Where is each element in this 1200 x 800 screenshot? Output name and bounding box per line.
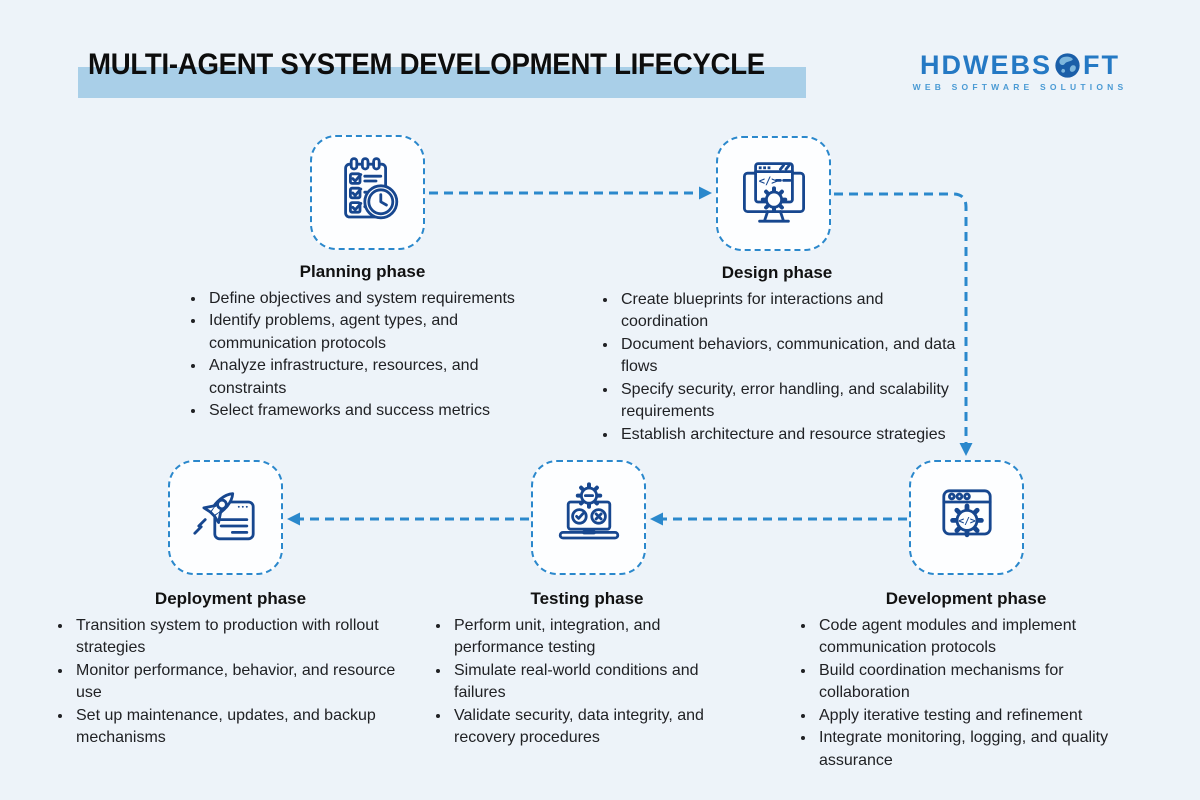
phase-title: Planning phase <box>299 262 426 281</box>
logo-text-pre: HDWEBS <box>920 50 1052 80</box>
phase-box-planning <box>310 135 425 250</box>
svg-text:</>: </> <box>958 516 976 527</box>
bullet-item: Simulate real-world conditions and failu… <box>451 660 744 705</box>
bullet-item: Monitor performance, behavior, and resou… <box>73 660 409 705</box>
phase-box-development: </> <box>909 460 1024 575</box>
arrowhead-deployment <box>287 512 300 526</box>
phase-box-testing <box>531 460 646 575</box>
page-title: MULTI-AGENT SYSTEM DEVELOPMENT LIFECYCLE <box>88 48 765 81</box>
phase-bullet-list: Create blueprints for interactions and c… <box>597 289 957 447</box>
bullet-item: Select frameworks and success metrics <box>206 400 540 423</box>
phase-title: Deployment phase <box>154 589 307 608</box>
phase-title: Development phase <box>885 589 1047 608</box>
bullet-item: Specify security, error handling, and sc… <box>618 379 957 424</box>
arrowhead-development <box>959 443 973 456</box>
phase-box-design: </> <box>716 136 831 251</box>
bullet-item: Identify problems, agent types, and comm… <box>206 310 540 355</box>
svg-text:</>: </> <box>758 175 777 187</box>
clipboard-checklist-clock-icon <box>343 156 398 219</box>
arrowhead-testing <box>650 512 663 526</box>
phase-bullet-list: Perform unit, integration, and performan… <box>430 615 744 750</box>
bullet-item: Validate security, data integrity, and r… <box>451 705 744 750</box>
bullet-item: Analyze infrastructure, resources, and c… <box>206 355 540 400</box>
monitor-blueprint-code-icon: </> <box>742 161 805 223</box>
bullet-item: Create blueprints for interactions and c… <box>618 289 957 334</box>
phase-text-development: Development phase Code agent modules and… <box>795 588 1137 772</box>
bullet-item: Build coordination mechanisms for collab… <box>816 660 1137 705</box>
laptop-gear-check-fail-icon <box>558 481 619 539</box>
phase-text-design: Design phase Create blueprints for inter… <box>597 262 957 446</box>
globe-icon <box>1055 52 1080 78</box>
window-gear-code-icon: </> <box>941 488 992 537</box>
bullet-item: Perform unit, integration, and performan… <box>451 615 744 660</box>
phase-title: Testing phase <box>530 589 644 608</box>
bullet-item: Set up maintenance, updates, and backup … <box>73 705 409 750</box>
phase-text-deployment: Deployment phase Transition system to pr… <box>52 588 409 750</box>
bullet-item: Apply iterative testing and refinement <box>816 705 1137 728</box>
logo-tagline: WEB SOFTWARE SOLUTIONS <box>912 82 1128 92</box>
phase-bullet-list: Define objectives and system requirement… <box>185 288 540 423</box>
bullet-item: Establish architecture and resource stra… <box>618 424 957 447</box>
title-highlight-bar <box>78 67 806 98</box>
phase-title: Design phase <box>721 263 833 282</box>
phase-text-planning: Planning phase Define objectives and sys… <box>185 261 540 423</box>
bullet-item: Define objectives and system requirement… <box>206 288 540 311</box>
phase-bullet-list: Code agent modules and implement communi… <box>795 615 1137 773</box>
rocket-launch-window-icon <box>192 491 255 540</box>
hdwebsoft-logo: HDWEBS FT WEB SOFTWARE SOLUTIONS <box>905 50 1135 92</box>
bullet-item: Code agent modules and implement communi… <box>816 615 1137 660</box>
arrowhead-design <box>699 186 712 200</box>
phase-text-testing: Testing phase Perform unit, integration,… <box>430 588 744 750</box>
bullet-item: Document behaviors, communication, and d… <box>618 334 957 379</box>
logo-text-post: FT <box>1083 50 1120 80</box>
logo-wordmark: HDWEBS FT <box>905 50 1135 80</box>
bullet-item: Transition system to production with rol… <box>73 615 409 660</box>
bullet-item: Integrate monitoring, logging, and quali… <box>816 727 1137 772</box>
phase-bullet-list: Transition system to production with rol… <box>52 615 409 750</box>
phase-box-deployment <box>168 460 283 575</box>
